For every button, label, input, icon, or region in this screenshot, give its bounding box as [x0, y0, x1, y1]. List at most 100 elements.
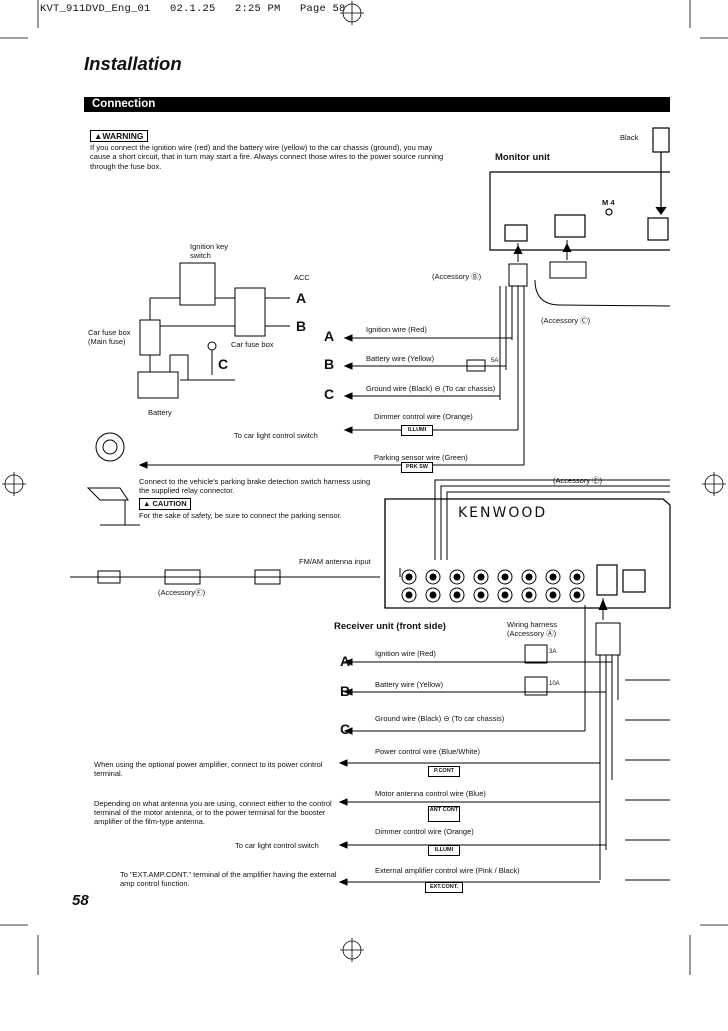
fuse-5a-label: 5A [491, 358, 499, 364]
rwire-letter-c: C [340, 721, 351, 737]
accessory-e-lines [434, 479, 670, 560]
rca-jack-center [453, 573, 461, 581]
rca-jack-center [573, 591, 581, 599]
circuit-label-a: A [296, 290, 307, 306]
rwire-motor-label: Motor antenna control wire (Blue) [375, 789, 486, 798]
m4-label: M 4 [602, 198, 615, 207]
wire-dimmer-label: Dimmer control wire (Orange) [374, 412, 473, 421]
receiver-title: Receiver unit (front side) [334, 621, 446, 632]
rwire-ext-amp-label: External amplifier control wire (Pink / … [375, 866, 520, 875]
battery-label: Battery [148, 408, 172, 417]
arrowhead [338, 878, 348, 886]
fuse-3a-label: 3A [549, 649, 557, 655]
fm-am-label: FM/AM antenna input [299, 557, 371, 566]
receiver-jacks [401, 569, 585, 603]
rca-jack-center [525, 591, 533, 599]
kenwood-logo: KENWOOD [458, 505, 548, 521]
arrowhead [338, 841, 348, 849]
rwire-ground-label: Ground wire (Black) ⊖ (To car chassis) [375, 714, 505, 723]
monitor-connectors [499, 240, 671, 465]
rwire-ignition-label: Ignition wire (Red) [375, 649, 436, 658]
accessory-c-label: (Accessory Ⓒ) [541, 316, 591, 325]
rca-jack-center [573, 573, 581, 581]
receiver-unit [384, 498, 671, 609]
arrowhead [338, 798, 348, 806]
to-light-switch-label: To car light control switch [234, 431, 318, 440]
monitor-title: Monitor unit [495, 152, 550, 163]
caution-badge: ▲ CAUTION [139, 498, 191, 510]
receiver-harness [595, 598, 621, 880]
arrowhead [343, 392, 353, 400]
ext-cont-tag: EXT.CONT. [425, 882, 463, 893]
rwire-letter-a: A [340, 653, 351, 669]
antenna-line [70, 568, 401, 585]
rca-jack-center [525, 573, 533, 581]
rca-jack-center [501, 573, 509, 581]
car-fuse-box-label: Car fuse box [231, 340, 274, 349]
ignition-circuit [137, 262, 290, 399]
antenna-note: Depending on what antenna you are using,… [94, 799, 332, 826]
arrowhead [138, 461, 148, 469]
arrowhead [343, 688, 353, 696]
rca-jack-center [549, 573, 557, 581]
wire-battery-label: Battery wire (Yellow) [366, 354, 435, 363]
print-header: KVT_911DVD_Eng_01 02.1.25 2:25 PM Page 5… [40, 3, 346, 15]
wire-ignition-label: Ignition wire (Red) [366, 325, 427, 334]
parking-brake-symbols [86, 432, 140, 526]
rwire-battery-label: Battery wire (Yellow) [375, 680, 444, 689]
wire-letter-c: C [324, 386, 335, 402]
rwire-letter-b: B [340, 683, 351, 699]
accessory-e-label: (Accessory Ⓔ) [553, 476, 603, 485]
wire-ground-label: Ground wire (Black) ⊖ (To car chassis) [366, 384, 496, 393]
illumi-tag: ILLUMI [401, 425, 433, 436]
power-note: When using the optional power amplifier,… [94, 760, 323, 778]
harness-label: Wiring harness (Accessory Ⓐ) [507, 620, 558, 638]
page-number: 58 [72, 892, 89, 909]
rca-jack-center [429, 573, 437, 581]
arrowhead [338, 759, 348, 767]
circuit-label-c: C [218, 356, 229, 372]
page-title: Installation [84, 53, 182, 74]
rca-jack-center [405, 591, 413, 599]
rca-jack-center [477, 573, 485, 581]
rca-jack-center [477, 591, 485, 599]
section-title: Connection [92, 98, 156, 110]
accessory-f-label: (AccessoryⒻ) [158, 588, 206, 597]
rca-jack-center [453, 591, 461, 599]
rca-jack-center [405, 573, 413, 581]
wire-letter-b: B [324, 356, 335, 372]
rca-jack-center [501, 591, 509, 599]
wire-parking-label: Parking sensor wire (Green) [374, 453, 468, 462]
arrowhead [343, 334, 353, 342]
r-illumi-tag: ILLUMI [428, 845, 460, 856]
car-fuse-main-label: Car fuse box (Main fuse) [88, 328, 131, 346]
crop-marks [0, 0, 728, 975]
rwire-dimmer-label: Dimmer control wire (Orange) [375, 827, 474, 836]
rca-jack-center [429, 591, 437, 599]
ext-amp-note: To "EXT.AMP.CONT." terminal of the ampli… [120, 870, 337, 888]
r-light-switch-note: To car light control switch [235, 841, 319, 850]
acc-label: ACC [294, 273, 310, 282]
ignition-key-label: Ignition key switch [190, 242, 228, 260]
warning-text: If you connect the ignition wire (red) a… [90, 143, 444, 171]
black-label: Black [620, 133, 639, 142]
ant-cont-tag: ANT CONT [428, 806, 460, 822]
accessory-b-label: (Accessory Ⓑ) [432, 272, 482, 281]
warning-badge: ▲WARNING [90, 130, 148, 142]
arrowhead [343, 727, 353, 735]
circuit-label-b: B [296, 318, 307, 334]
parking-note: Connect to the vehicle's parking brake d… [139, 477, 371, 495]
receiver-wire-runs [340, 605, 670, 883]
arrowhead [343, 426, 353, 434]
wire-letter-a: A [324, 328, 335, 344]
rca-jack-center [549, 591, 557, 599]
arrowhead [343, 362, 353, 370]
arrowhead [343, 658, 353, 666]
section-bar: Connection [84, 97, 670, 112]
fuse-10a-label: 10A [549, 681, 560, 687]
monitor-unit [489, 127, 670, 251]
prk-sw-tag: PRK SW [401, 462, 433, 473]
rwire-power-label: Power control wire (Blue/White) [375, 747, 481, 756]
caution-text: For the sake of safety, be sure to conne… [139, 511, 342, 520]
